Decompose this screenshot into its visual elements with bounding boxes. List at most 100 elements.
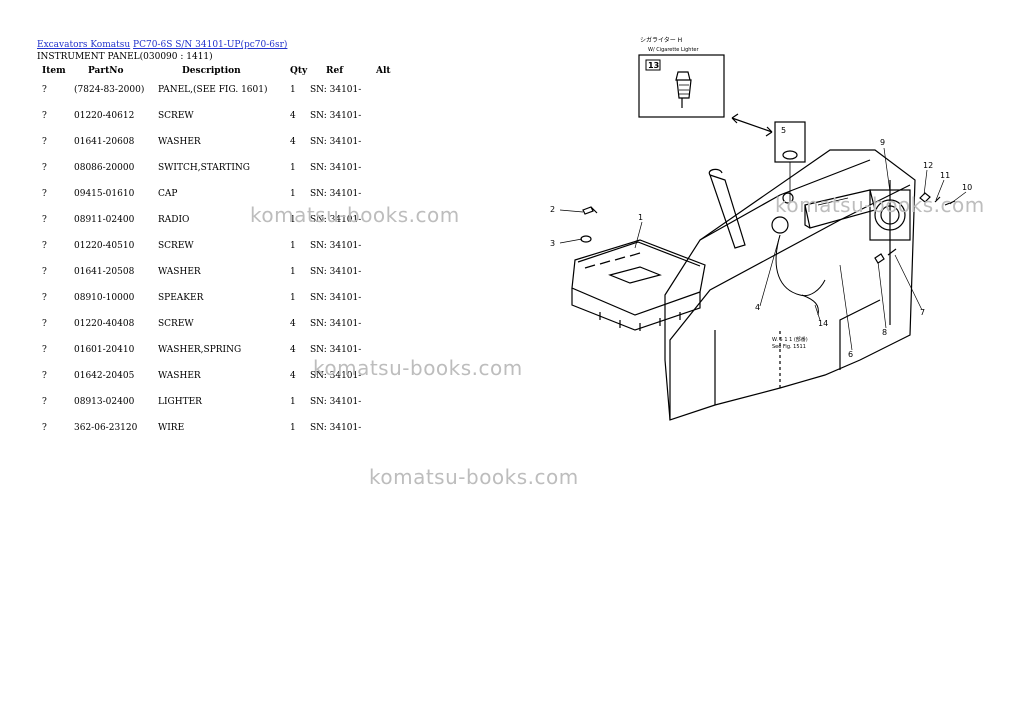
cell-description: WASHER [158, 371, 201, 381]
callout-9: 9 [880, 138, 885, 147]
console-body [571, 149, 956, 421]
cell-alt [376, 241, 406, 267]
cell-ref: SN: 34101- [310, 319, 362, 329]
cell-alt [376, 163, 406, 189]
breadcrumb-link-category[interactable]: Excavators Komatsu [37, 40, 131, 50]
watermark: komatsu-books.com [369, 465, 579, 489]
cell-qty: 4 [290, 371, 296, 381]
cell-description: LIGHTER [158, 397, 202, 407]
cell-description: SWITCH,STARTING [158, 163, 250, 173]
table-header-row: Item PartNo Description Qty Ref Alt [35, 65, 406, 85]
callout-12: 12 [923, 161, 933, 170]
callout-11: 11 [940, 171, 950, 180]
cell-alt [376, 85, 406, 111]
cell-alt [376, 423, 406, 443]
callout-3: 3 [550, 239, 555, 248]
cell-item: ? [42, 241, 47, 251]
cell-qty: 1 [290, 293, 296, 303]
cell-ref: SN: 34101- [310, 189, 362, 199]
cell-qty: 1 [290, 241, 296, 251]
cell-item: ? [42, 189, 47, 199]
callout-10: 10 [962, 183, 972, 192]
cell-ref: SN: 34101- [310, 111, 362, 121]
cell-qty: 1 [290, 267, 296, 277]
callout-7: 7 [920, 308, 925, 317]
cell-ref: SN: 34101- [310, 215, 362, 225]
cell-alt [376, 293, 406, 319]
cell-alt [376, 397, 406, 423]
cell-qty: 1 [290, 85, 296, 95]
cell-description: SCREW [158, 241, 194, 251]
cell-partno: 08913-02400 [74, 397, 135, 407]
header-description: Description [182, 66, 241, 76]
cell-partno: 01642-20405 [74, 371, 135, 381]
cell-description: SCREW [158, 319, 194, 329]
callout-2: 2 [550, 205, 555, 214]
callout-8: 8 [882, 328, 887, 337]
header-partno: PartNo [88, 66, 124, 76]
header-qty: Qty [290, 66, 308, 76]
callout-1: 1 [638, 213, 643, 222]
callout-4: 4 [755, 303, 760, 312]
cell-description: WIRE [158, 423, 185, 433]
cell-description: SCREW [158, 111, 194, 121]
cell-item: ? [42, 423, 47, 433]
header-item: Item [42, 66, 66, 76]
table-row: ? 01220-40510 SCREW 1 SN: 34101- [35, 241, 406, 267]
cell-description: WASHER,SPRING [158, 345, 242, 355]
breadcrumb-link-model[interactable]: PC70-6S S/N 34101-UP(pc70-6sr) [133, 40, 288, 50]
watermark: komatsu-books.com [313, 356, 523, 380]
cell-ref: SN: 34101- [310, 345, 362, 355]
callout-6: 6 [848, 350, 853, 359]
cell-partno: 01641-20508 [74, 267, 135, 277]
cell-qty: 4 [290, 111, 296, 121]
cell-qty: 1 [290, 215, 296, 225]
cell-alt [376, 111, 406, 137]
cell-item: ? [42, 371, 47, 381]
cell-item: ? [42, 137, 47, 147]
cell-qty: 1 [290, 397, 296, 407]
cell-alt [376, 319, 406, 345]
cell-item: ? [42, 85, 47, 95]
cell-description: SPEAKER [158, 293, 204, 303]
cell-description: WASHER [158, 267, 201, 277]
cell-partno: 01601-20410 [74, 345, 135, 355]
cell-item: ? [42, 345, 47, 355]
cell-item: ? [42, 319, 47, 329]
cell-partno: 362-06-23120 [74, 423, 138, 433]
cell-qty: 1 [290, 189, 296, 199]
instrument-panel-diagram: シガライター H W/ Cigarette Lighter 13 5 [550, 36, 972, 421]
cell-description: PANEL,(SEE FIG. 1601) [158, 85, 268, 95]
cell-ref: SN: 34101- [310, 397, 362, 407]
cell-ref: SN: 34101- [310, 423, 362, 433]
cell-ref: SN: 34101- [310, 241, 362, 251]
cell-item: ? [42, 293, 47, 303]
cell-qty: 4 [290, 137, 296, 147]
cell-ref: SN: 34101- [310, 267, 362, 277]
cell-partno: 01220-40510 [74, 241, 135, 251]
cell-item: ? [42, 111, 47, 121]
ref-note-1: W. 5 1 1 (部番) [772, 336, 808, 343]
callout-14: 14 [818, 319, 828, 328]
cell-partno: 09415-01610 [74, 189, 135, 199]
cell-partno: (7824-83-2000) [74, 85, 145, 95]
cell-ref: SN: 34101- [310, 137, 362, 147]
page-subtitle: INSTRUMENT PANEL(030090 : 1411) [37, 52, 213, 62]
callout-5: 5 [781, 126, 786, 135]
cell-partno: 08910-10000 [74, 293, 135, 303]
table-row: ? 01220-40612 SCREW 4 SN: 34101- [35, 111, 406, 137]
cell-partno: 01641-20608 [74, 137, 135, 147]
cell-partno: 01220-40612 [74, 111, 135, 121]
cell-ref: SN: 34101- [310, 293, 362, 303]
table-row: ? 08910-10000 SPEAKER 1 SN: 34101- [35, 293, 406, 319]
ref-note-2: See Fig. 1511 [772, 344, 806, 350]
